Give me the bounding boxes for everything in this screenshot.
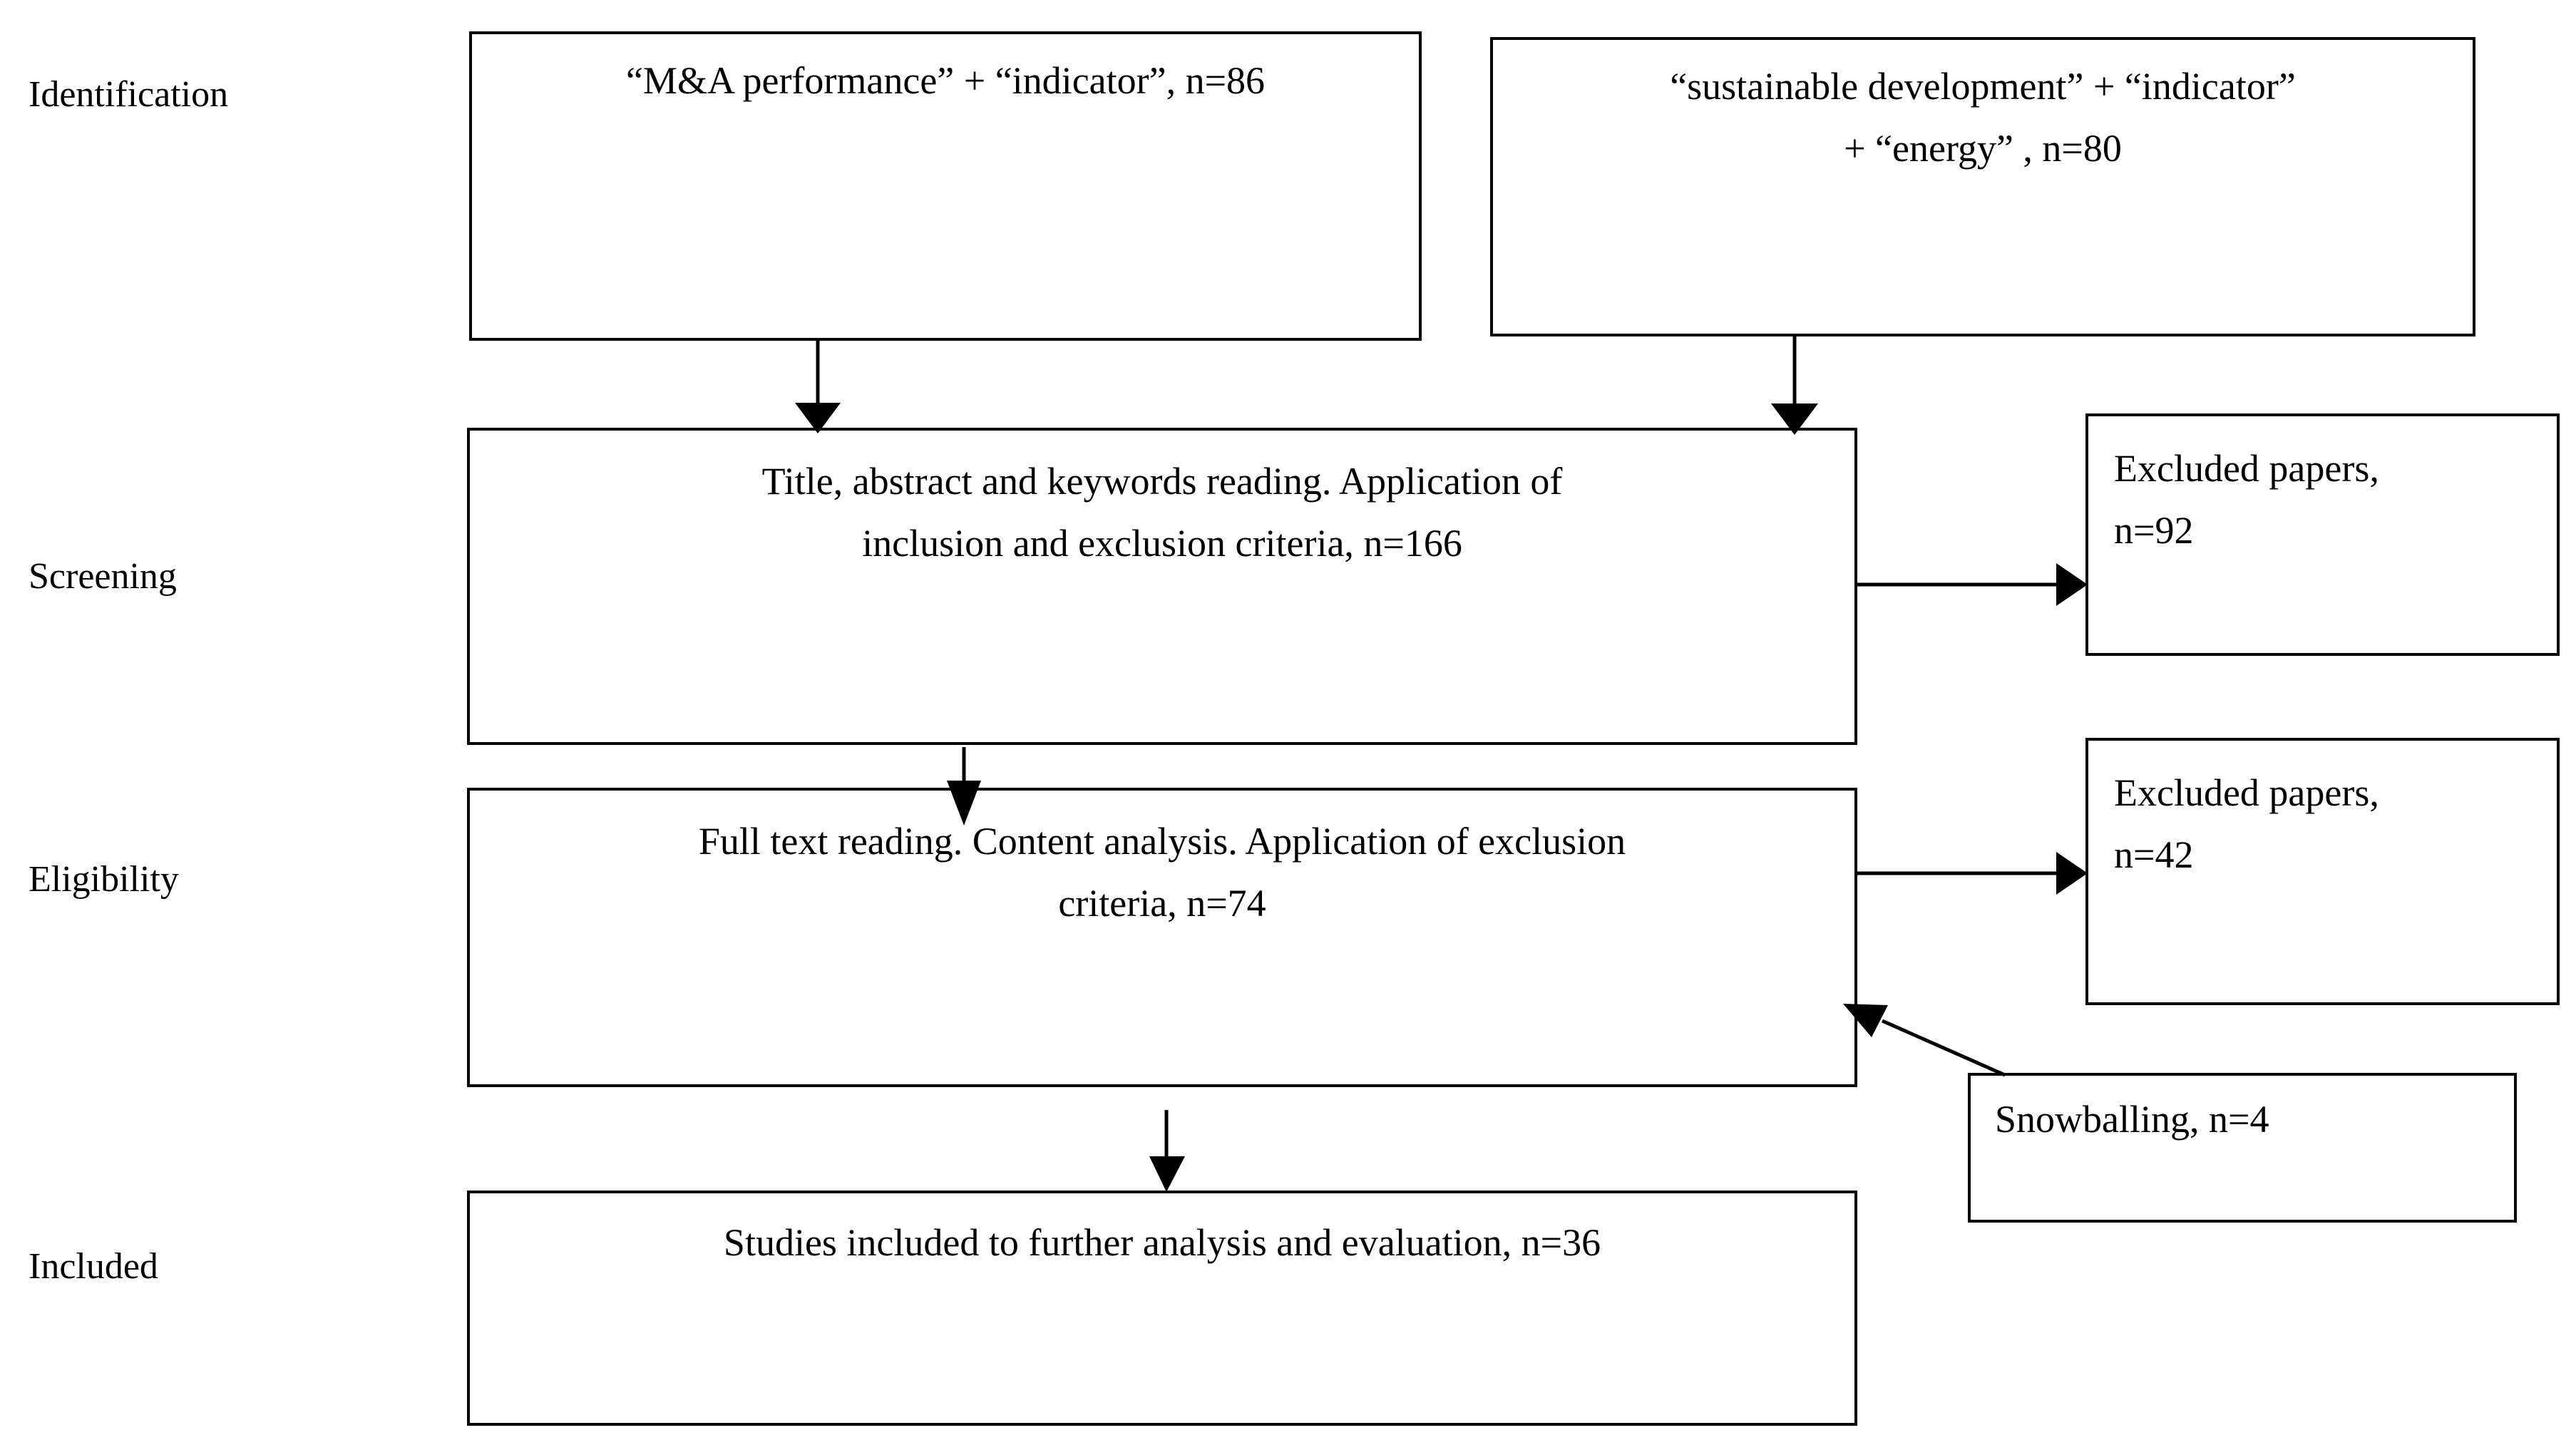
arrow-search-right-to-screening	[1771, 336, 1818, 435]
box-search-left: “M&A performance” + “indicator”, n=86	[469, 31, 1422, 341]
box-snowballing: Snowballing, n=4	[1968, 1073, 2517, 1223]
box-excluded-screening-line2: n=92	[2114, 509, 2194, 552]
box-included-line1: Studies included to further analysis and…	[723, 1221, 1601, 1264]
arrow-snowballing-to-eligibility	[1843, 1004, 2006, 1077]
box-search-right-line1: “sustainable development” + “indicator”	[1670, 65, 2296, 108]
box-eligibility-line2: criteria, n=74	[1058, 882, 1266, 925]
box-search-right-line2: + “energy” , n=80	[1844, 127, 2122, 170]
box-excluded-eligibility-line2: n=42	[2114, 833, 2194, 877]
box-excluded-eligibility-line1: Excluded papers,	[2114, 771, 2379, 814]
arrow-eligibility-to-excluded	[1857, 852, 2088, 895]
stage-label-identification: Identification	[29, 74, 229, 115]
box-excluded-screening-line1: Excluded papers,	[2114, 447, 2379, 490]
box-search-right: “sustainable development” + “indicator” …	[1490, 37, 2475, 336]
stage-label-screening: Screening	[29, 556, 177, 597]
box-excluded-screening: Excluded papers, n=92	[2085, 413, 2560, 656]
box-screening-line1: Title, abstract and keywords reading. Ap…	[761, 460, 1563, 503]
arrow-eligibility-to-included	[1149, 1110, 1185, 1192]
stage-label-eligibility: Eligibility	[29, 859, 179, 900]
box-screening: Title, abstract and keywords reading. Ap…	[467, 428, 1857, 745]
box-included: Studies included to further analysis and…	[467, 1191, 1857, 1426]
box-search-left-line1: “M&A performance” + “indicator”, n=86	[625, 59, 1266, 102]
box-excluded-eligibility: Excluded papers, n=42	[2085, 738, 2560, 1005]
arrow-screening-to-excluded	[1857, 563, 2088, 606]
arrow-search-left-to-screening	[795, 341, 841, 433]
box-screening-line2: inclusion and exclusion criteria, n=166	[862, 522, 1462, 565]
stage-label-included: Included	[29, 1246, 158, 1287]
box-eligibility-line1: Full text reading. Content analysis. App…	[698, 820, 1626, 863]
box-snowballing-line1: Snowballing, n=4	[1995, 1098, 2269, 1141]
box-eligibility: Full text reading. Content analysis. App…	[467, 788, 1857, 1087]
